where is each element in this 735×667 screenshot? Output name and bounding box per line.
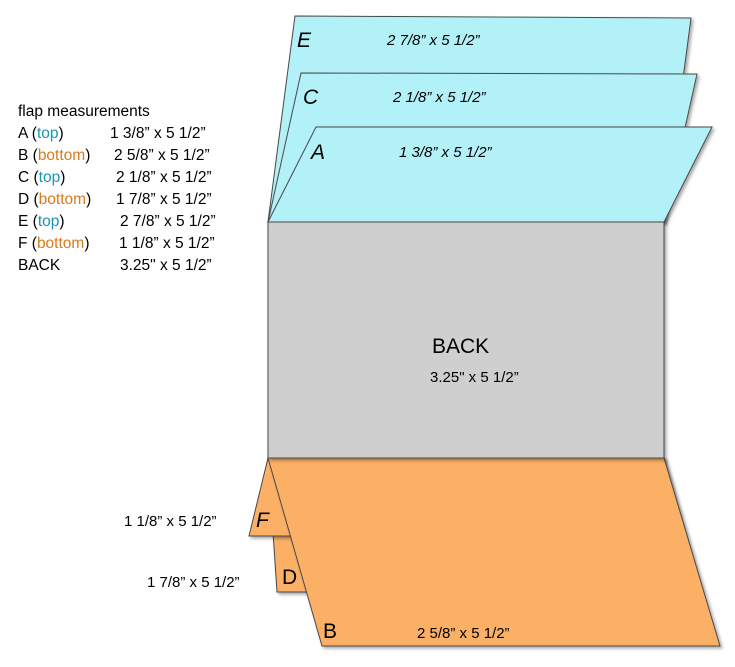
legend-dimensions: 2 1/8” x 5 1/2” <box>116 169 212 186</box>
legend-letter: B <box>18 147 29 164</box>
legend-row-d: D (bottom) 1 7/8” x 5 1/2” <box>18 189 212 211</box>
legend-letter: D <box>18 191 30 208</box>
legend-dimensions: 3.25" x 5 1/2” <box>120 257 212 274</box>
flap-a-dimensions: 1 3/8” x 5 1/2” <box>399 144 493 161</box>
flap-c-dimensions: 2 1/8” x 5 1/2” <box>392 89 487 106</box>
legend-row-c: C (top) 2 1/8” x 5 1/2” <box>18 167 212 189</box>
legend-row-b: B (bottom) 2 5/8” x 5 1/2” <box>18 145 210 167</box>
legend-position: top <box>38 169 61 186</box>
legend-row-a: A (top) 1 3/8” x 5 1/2” <box>18 123 206 145</box>
legend-letter: F <box>18 235 28 252</box>
flap-d-dimensions: 1 7/8” x 5 1/2” <box>147 574 240 591</box>
back-panel-dimensions: 3.25" x 5 1/2” <box>430 369 519 386</box>
legend-position: bottom <box>38 191 87 208</box>
legend-row-back: BACK 3.25" x 5 1/2” <box>18 255 212 277</box>
back-panel-label: BACK <box>432 335 489 358</box>
legend-letter: BACK <box>18 257 61 274</box>
flap-e-dimensions: 2 7/8” x 5 1/2” <box>386 32 481 49</box>
flap-f-letter: F <box>256 509 270 532</box>
flap-f-dimensions: 1 1/8” x 5 1/2” <box>124 513 217 530</box>
legend-letter: C <box>18 169 30 186</box>
legend-position: bottom <box>37 147 86 164</box>
flap-a-letter: A <box>309 141 325 164</box>
legend-dimensions: 2 5/8” x 5 1/2” <box>114 147 210 164</box>
legend-letter: A <box>18 125 28 142</box>
legend-title: flap measurements <box>18 103 150 120</box>
flap-c-letter: C <box>303 86 319 109</box>
legend-dimensions: 2 7/8” x 5 1/2” <box>120 213 216 230</box>
legend-row-f: F (bottom) 1 1/8” x 5 1/2” <box>18 233 215 255</box>
legend-position: bottom <box>36 235 85 252</box>
legend-dimensions: 1 3/8” x 5 1/2” <box>110 125 206 142</box>
flap-d-letter: D <box>282 566 297 589</box>
legend-letter: E <box>18 213 29 230</box>
legend-row-e: E (top) 2 7/8” x 5 1/2” <box>18 211 216 233</box>
flap-b-panel <box>267 457 721 647</box>
back-panel <box>267 221 665 459</box>
legend-dimensions: 1 7/8” x 5 1/2” <box>116 191 212 208</box>
legend-position: top <box>37 213 60 230</box>
flap-e-letter: E <box>297 29 312 52</box>
legend-position: top <box>36 125 59 142</box>
legend-dimensions: 1 1/8” x 5 1/2” <box>119 235 215 252</box>
flap-measurements-legend: flap measurements A (top) 1 3/8” x 5 1/2… <box>18 101 216 277</box>
flap-b-dimensions: 2 5/8” x 5 1/2” <box>417 625 510 642</box>
flap-a-panel <box>267 126 713 223</box>
flap-b-letter: B <box>323 620 337 643</box>
